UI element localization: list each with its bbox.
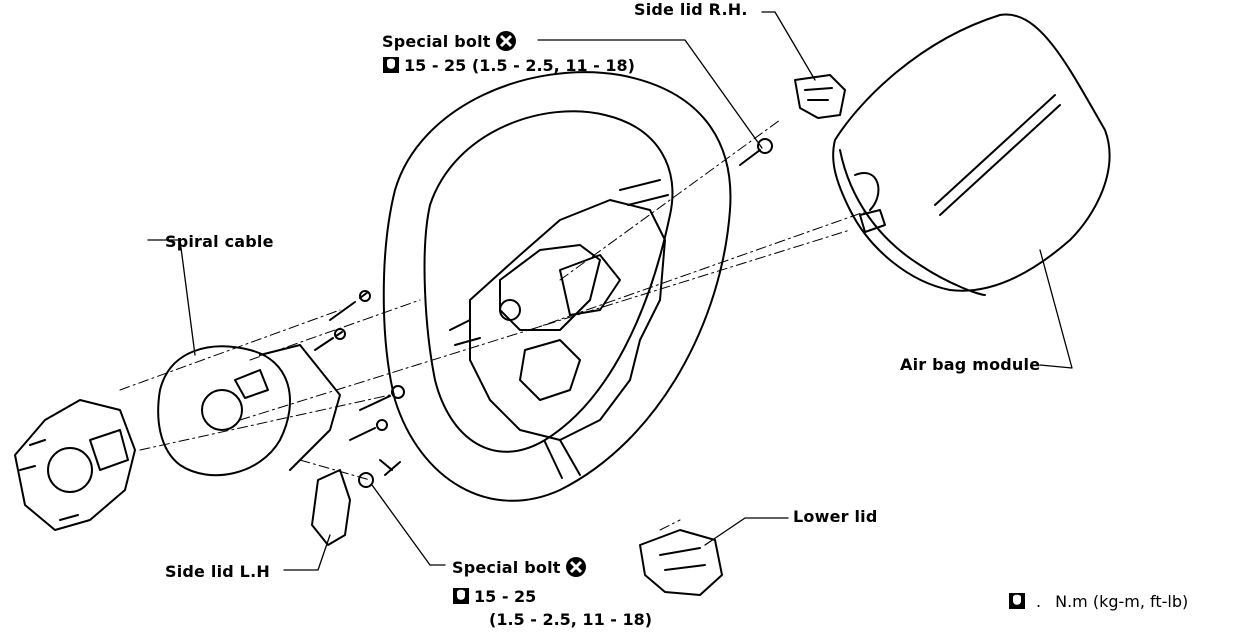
label-side-lid-rh: Side lid R.H. (634, 0, 748, 19)
torque-value-bottom-line1: 15 - 25 (474, 587, 537, 606)
torque-value-top: 15 - 25 (1.5 - 2.5, 11 - 18) (404, 56, 635, 75)
torque-spec-top: 15 - 25 (1.5 - 2.5, 11 - 18) (382, 56, 635, 76)
label-air-bag-module: Air bag module (900, 355, 1041, 374)
torque-spec-bottom: 15 - 25 (452, 587, 536, 607)
legend-units: . N.m (kg-m, ft-lb) (1008, 592, 1188, 612)
label-special-bolt-bottom-text: Special bolt (452, 558, 561, 577)
label-lower-lid: Lower lid (793, 507, 878, 526)
legend-units-text: N.m (kg-m, ft-lb) (1055, 592, 1189, 611)
combination-switch (14, 399, 136, 531)
torque-value-bottom-line2: (1.5 - 2.5, 11 - 18) (489, 610, 653, 629)
label-special-bolt-top-text: Special bolt (382, 32, 491, 51)
side-lid-rh (794, 74, 846, 119)
legend-dot: . (1036, 592, 1042, 611)
label-special-bolt-top: Special bolt (382, 30, 517, 52)
air-bag-module (832, 13, 1111, 296)
label-side-lid-lh: Side lid L.H (165, 562, 270, 581)
lower-lid (639, 529, 723, 596)
torque-wrench-icon (453, 588, 469, 604)
screws (314, 138, 773, 488)
steering-wheel (382, 71, 732, 502)
torque-wrench-icon (1009, 593, 1025, 609)
label-special-bolt-bottom: Special bolt (452, 556, 587, 578)
side-lid-lh (311, 469, 351, 546)
x-circle-icon (495, 31, 516, 51)
alignment-lines (119, 119, 871, 531)
leader-lines (147, 11, 1073, 571)
torque-wrench-icon (383, 57, 399, 73)
spiral-cable (157, 344, 341, 477)
label-spiral-cable: Spiral cable (165, 232, 274, 251)
x-circle-icon (565, 557, 586, 577)
